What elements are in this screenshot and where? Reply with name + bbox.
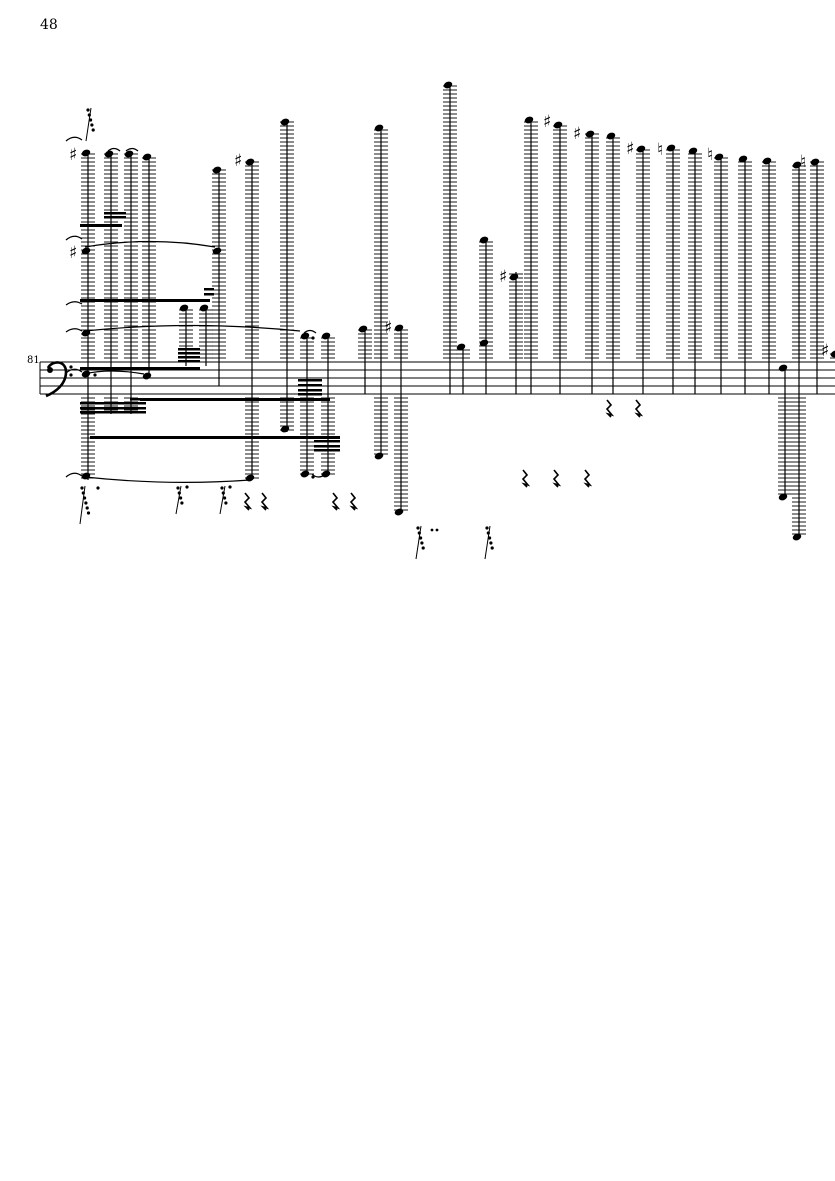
natural-icon: ♮ [657,140,663,160]
bass-clef-icon [45,361,73,398]
sharp-icon: ♯ [543,112,551,132]
sharp-icon: ♯ [573,124,581,144]
sharp-icon: ♯ [234,151,242,171]
staff-lines [39,361,835,395]
measure-number: 81 [27,355,40,366]
sharp-icon: ♯ [499,267,507,287]
sharp-icon: ♯ [69,243,77,263]
sharp-icon: ♯ [384,318,392,338]
accidentals: ♯ ♯ ♯ ♯ ♯ ♯ ♯ ♯ ♮ ♮ ♮ ♯ [69,112,829,361]
natural-icon: ♮ [800,152,806,172]
rests [79,107,644,560]
ledger-line-stacks [81,83,835,538]
note-heads [81,81,835,541]
natural-icon: ♮ [707,145,713,165]
sharp-icon: ♯ [69,145,77,165]
ties [65,136,327,483]
page-number: 48 [40,17,58,33]
sharp-icon: ♯ [626,139,634,159]
sharp-icon: ♯ [821,341,829,361]
beams [80,212,340,452]
